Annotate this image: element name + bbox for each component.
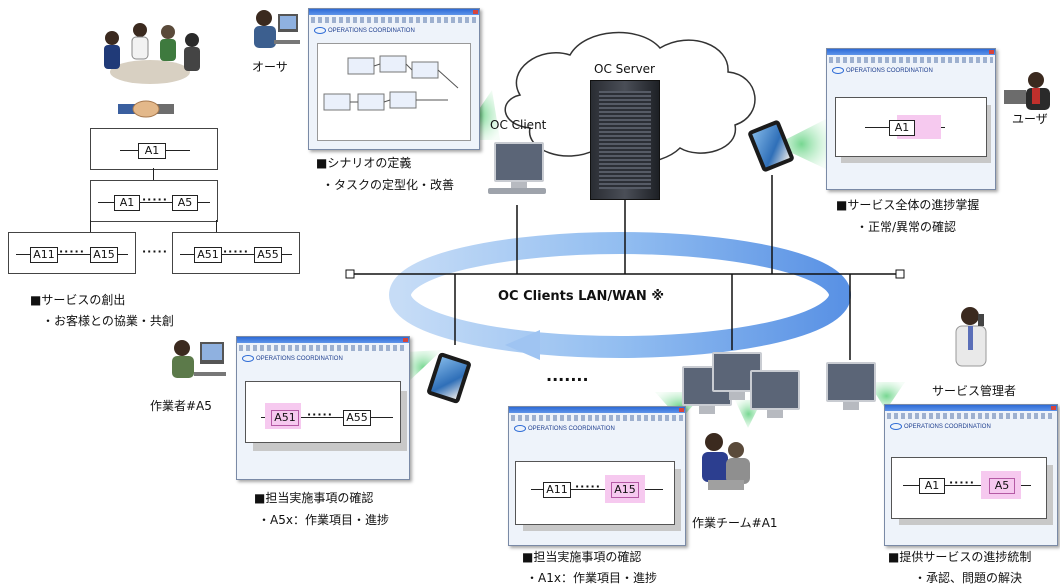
service-creation-detail: ・お客様との協業・共創 (42, 314, 174, 328)
owner-label: オーサ (252, 60, 288, 74)
level3-left-dots: ····· (59, 245, 85, 258)
node-level2-a5: A5 (172, 195, 198, 211)
worker-a5-detail: ・A5x：作業項目・進捗 (258, 513, 389, 527)
hier-connector (153, 168, 154, 180)
lan-terminator-right (895, 269, 905, 279)
node-a11: A11 (30, 247, 58, 263)
node-a15: A15 (90, 247, 118, 263)
manager-dots: ····· (949, 476, 975, 489)
team-ellipsis: ······· (546, 370, 589, 389)
worker-a5-flow-line (261, 417, 393, 418)
team-monitor-icon-3 (750, 370, 800, 418)
worker-a5-node-a51: A51 (271, 410, 299, 426)
team-a1-label: 作業チーム#A1 (692, 516, 778, 530)
owner-app-window: OPERATIONS COORDINATION (308, 8, 480, 150)
ring-arrow-head (505, 330, 540, 360)
team-a1-flow-line (531, 489, 663, 490)
handshake-icon (118, 96, 174, 120)
worker-a5-heading: ■担当実施事項の確認 (254, 491, 374, 505)
meeting-people-icon (92, 18, 208, 92)
user-label: ユーザ (1012, 112, 1048, 126)
beam-worker (405, 350, 442, 385)
worker-a5-dots: ····· (307, 408, 333, 421)
beam-user (775, 118, 828, 170)
worker-a5-label: 作業者#A5 (150, 399, 212, 413)
user-node-a1: A1 (889, 120, 915, 136)
worker-a5-node-a55: A55 (343, 410, 371, 426)
user-app-window: OPERATIONS COORDINATION A1 (826, 48, 996, 190)
manager-node-a1: A1 (919, 478, 945, 494)
user-heading: ■サービス全体の進捗掌握 (836, 198, 980, 212)
manager-flow-line (903, 485, 1031, 486)
worker-a5-app-window: OPERATIONS COORDINATION A51 ····· A55 (236, 336, 410, 480)
owner-window-brand: OPERATIONS COORDINATION (314, 27, 415, 34)
node-a1-top: A1 (138, 143, 166, 159)
hier-line (16, 254, 128, 255)
user-window-brand: OPERATIONS COORDINATION (832, 67, 933, 74)
team-a1-dots: ····· (575, 480, 601, 493)
oc-client-label: OC Client (490, 118, 547, 132)
manager-detail: ・承認、問題の解決 (914, 571, 1023, 585)
team-a1-node-a15: A15 (611, 482, 639, 498)
worker-a5-window-brand: OPERATIONS COORDINATION (242, 355, 343, 362)
manager-node-a5: A5 (989, 478, 1015, 494)
level3-mid-dots: ····· (142, 245, 168, 258)
owner-heading: ■シナリオの定義 (316, 156, 412, 170)
manager-person-icon (948, 304, 998, 374)
node-a55: A55 (254, 247, 282, 263)
hier-connector (90, 220, 91, 232)
team-a1-node-a11: A11 (543, 482, 571, 498)
level3-right-dots: ····· (223, 245, 249, 258)
oc-server-label: OC Server (594, 62, 655, 76)
team-a1-window-brand: OPERATIONS COORDINATION (514, 425, 615, 432)
manager-label: サービス管理者 (932, 384, 1017, 398)
manager-window-brand: OPERATIONS COORDINATION (890, 423, 991, 430)
user-detail: ・正常/異常の確認 (856, 220, 957, 234)
node-level2-a1: A1 (114, 195, 140, 211)
worker-a5-person-icon (160, 338, 230, 390)
user-person-icon (1002, 70, 1058, 114)
manager-monitor-icon (826, 362, 876, 410)
scenario-flow-thumbnail (323, 55, 459, 111)
owner-person-icon (246, 6, 302, 56)
team-a1-people-icon (692, 430, 758, 500)
team-a1-app-window: OPERATIONS COORDINATION A11 ····· A15 (508, 406, 686, 546)
network-ring (389, 232, 851, 358)
team-a1-detail: ・A1x：作業項目・進捗 (526, 571, 657, 585)
hier-line (180, 254, 292, 255)
oc-client-keyboard-icon (488, 188, 546, 194)
hier-connector (216, 220, 217, 232)
oc-client-monitor-icon (494, 142, 544, 190)
team-a1-heading: ■担当実施事項の確認 (522, 550, 642, 564)
level2-dots: ····· (142, 193, 168, 206)
manager-heading: ■提供サービスの進捗統制 (888, 550, 1032, 564)
oc-server-rack-icon (590, 80, 660, 200)
service-creation-heading: ■サービスの創出 (30, 293, 126, 307)
hier-line (98, 202, 210, 203)
node-a51: A51 (194, 247, 222, 263)
beam-manager (868, 382, 905, 410)
owner-detail: ・タスクの定型化・改善 (322, 178, 455, 192)
network-label: OC Clients LAN/WAN ※ (498, 289, 664, 304)
manager-app-window: OPERATIONS COORDINATION A1 ····· A5 (884, 404, 1058, 546)
lan-terminator-left (345, 269, 355, 279)
